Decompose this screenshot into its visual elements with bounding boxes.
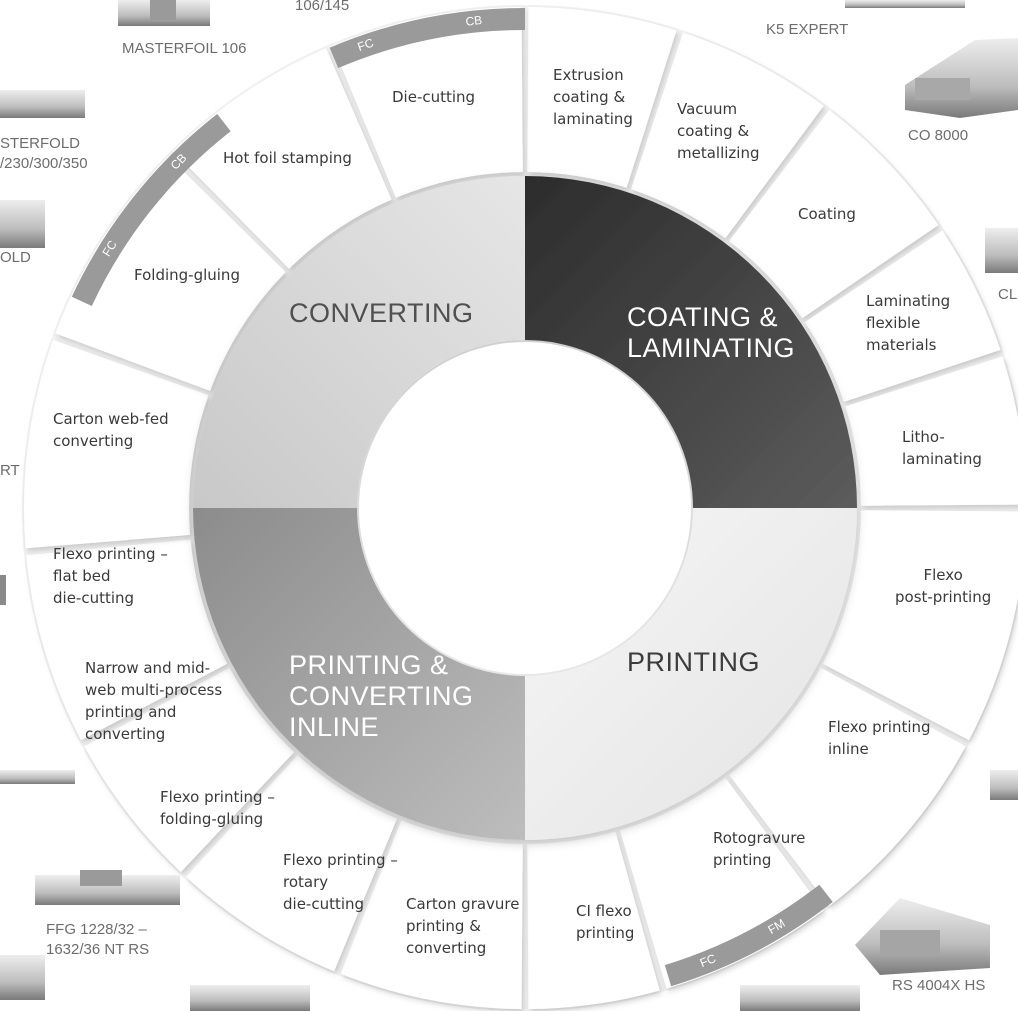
quadrant-title-converting: CONVERTING (289, 298, 474, 328)
segment-tile-hot-foil (332, 7, 523, 198)
machine-label-co8000: CO 8000 (908, 127, 969, 144)
machine-image-masterfoil (118, 0, 210, 26)
segment-ci-flexo: CI flexo printing (576, 902, 635, 942)
machine-label-rt: RT (0, 462, 20, 479)
band-label-top-0: FC (356, 35, 376, 54)
segment-tile-laminating-flexible (804, 230, 1001, 402)
machine-image-k5 (845, 0, 965, 8)
machine-label-k5: K5 EXPERT (766, 21, 849, 38)
segment-tile-extrusion (527, 7, 677, 188)
segment-flexo-post: Flexo post-printing (895, 566, 992, 606)
segment-tile-coating (729, 110, 939, 319)
segment-tile-flexo-post (822, 510, 1018, 741)
segment-tile-flexo-folding (84, 667, 295, 872)
segment-flexo-rotary: Flexo printing – rotary die-cutting (283, 851, 398, 913)
machine-image-right-mid (990, 770, 1018, 800)
band-label-bottom-0: FC (698, 951, 718, 970)
machine-label-rs4004: RS 4004X HS (892, 977, 986, 994)
machine-image-left-mid (0, 575, 6, 605)
segment-tile-vacuum (631, 32, 824, 239)
segment-tile-flexo-rotary (185, 755, 397, 972)
band-top (329, 7, 525, 68)
segment-tile-narrow-mid (26, 539, 228, 741)
segment-flexo-flatbed: Flexo printing – flat bed die-cutting (53, 545, 168, 607)
machine-image-ffg (35, 870, 180, 905)
quadrant-title-printing: PRINTING (627, 647, 761, 677)
machine-label-masterfoil: MASTERFOIL 106 (122, 40, 247, 57)
machine-label-masterfoil-sizes: 106/145 (295, 0, 350, 14)
segment-tile-carton-gravure (340, 820, 523, 1009)
quadrant-ring (193, 176, 857, 840)
quadrant-title-coating: COATING & LAMINATING (627, 302, 796, 363)
machine-image-masterfold (0, 90, 85, 118)
segment-litho: Litho- laminating (902, 428, 982, 468)
segment-rotogravure: Rotogravure printing (713, 829, 806, 869)
segment-narrow-mid: Narrow and mid- web multi-process printi… (85, 659, 223, 743)
machine-image-bottom-left (0, 955, 45, 1000)
segment-laminating-flexible: Laminating flexible materials (866, 292, 951, 354)
segment-die-cutting: Die-cutting (392, 88, 476, 106)
center-hole (359, 342, 691, 674)
segment-vacuum: Vacuum coating & metallizing (677, 100, 760, 162)
segment-folding-gluing: Folding-gluing (134, 266, 240, 284)
segment-tile-litho (845, 356, 1018, 506)
quadrant-coating-shape (525, 176, 857, 508)
machine-label-masterfold: STERFOLD /230/300/350 (0, 135, 88, 172)
segment-carton-gravure: Carton gravure printing & converting (406, 895, 520, 957)
outer-segments (23, 7, 1018, 1009)
machine-image-left-low (0, 770, 75, 784)
machine-image-rs4004 (855, 898, 990, 975)
machine-image-cl (985, 228, 1018, 273)
quadrant-printing-shape (525, 508, 857, 840)
segment-tile-flexo-flatbed (23, 339, 209, 549)
quadrant-title-inline: PRINTING & CONVERTING INLINE (289, 650, 474, 742)
machine-label-fold: OLD (0, 249, 31, 266)
quadrant-converting-shape (193, 176, 525, 508)
band-bottom (664, 884, 833, 987)
segment-tile-flexo-inline (729, 667, 966, 906)
segment-flexo-folding: Flexo printing – folding-gluing (160, 788, 275, 828)
segment-hot-foil: Hot foil stamping (223, 149, 352, 167)
band-left (71, 114, 231, 306)
machine-label-ffg: FFG 1228/32 – 1632/36 NT RS (46, 921, 150, 958)
segment-tile-ci-flexo (527, 831, 660, 1009)
segment-tile-carton-web (55, 156, 286, 391)
segment-coating: Coating (798, 205, 856, 223)
segment-tile-folding-gluing (173, 48, 392, 269)
machine-label-cl: CL (998, 286, 1018, 303)
machine-image-bottom-center (740, 985, 860, 1011)
segment-extrusion: Extrusion coating & laminating (553, 66, 633, 128)
machine-image-co8000 (905, 38, 1018, 118)
band-label-top-1: CB (465, 13, 483, 29)
machine-image-bottom (190, 985, 310, 1011)
segment-carton-web: Carton web-fed converting (53, 410, 169, 450)
quadrant-inline-shape (193, 508, 525, 840)
segment-flexo-inline: Flexo printing inline (828, 718, 931, 758)
machine-image-fold (0, 200, 45, 248)
